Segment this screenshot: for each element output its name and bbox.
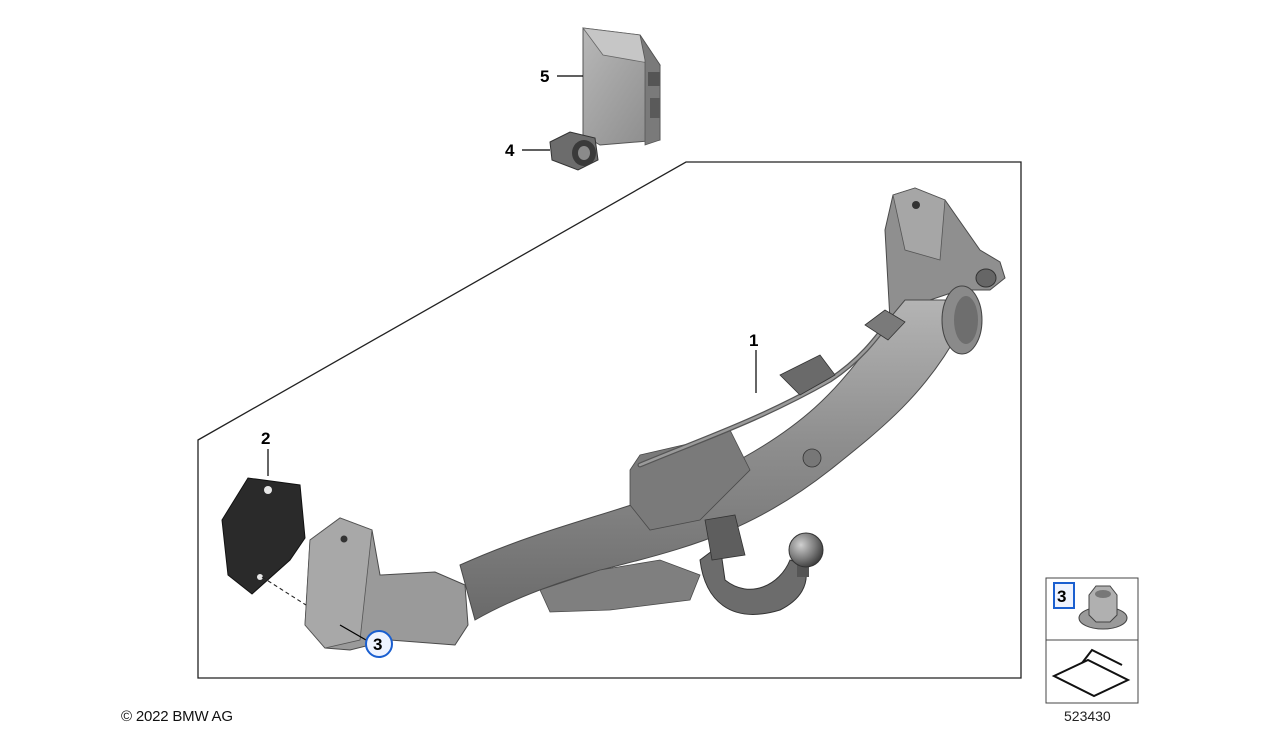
- assembly-bracket-icon: [1051, 648, 1131, 698]
- legend-part-3-label[interactable]: 3: [1057, 587, 1066, 606]
- callout-3[interactable]: 3: [373, 635, 382, 654]
- callout-1[interactable]: 1: [749, 331, 758, 350]
- copyright-notice: © 2022 BMW AG: [121, 708, 233, 725]
- callout-2[interactable]: 2: [261, 429, 270, 448]
- callout-4[interactable]: 4: [505, 141, 515, 160]
- leader-line-3: [339, 624, 367, 641]
- assembly-frame: [197, 161, 1022, 679]
- connector-part-4[interactable]: [549, 131, 599, 171]
- control-module-part-5[interactable]: [582, 27, 661, 146]
- legend-part-3-highlight[interactable]: 3: [1053, 582, 1075, 609]
- callout-5[interactable]: 5: [540, 67, 549, 86]
- callout-3-highlight[interactable]: 3: [365, 630, 393, 658]
- dashed-alignment-line: [261, 576, 307, 606]
- gasket-part-2[interactable]: [221, 477, 306, 595]
- towbar-assembly-part-1[interactable]: [304, 187, 1006, 651]
- diagram-number: 523430: [1064, 708, 1111, 724]
- flange-nut-icon: [1078, 585, 1128, 630]
